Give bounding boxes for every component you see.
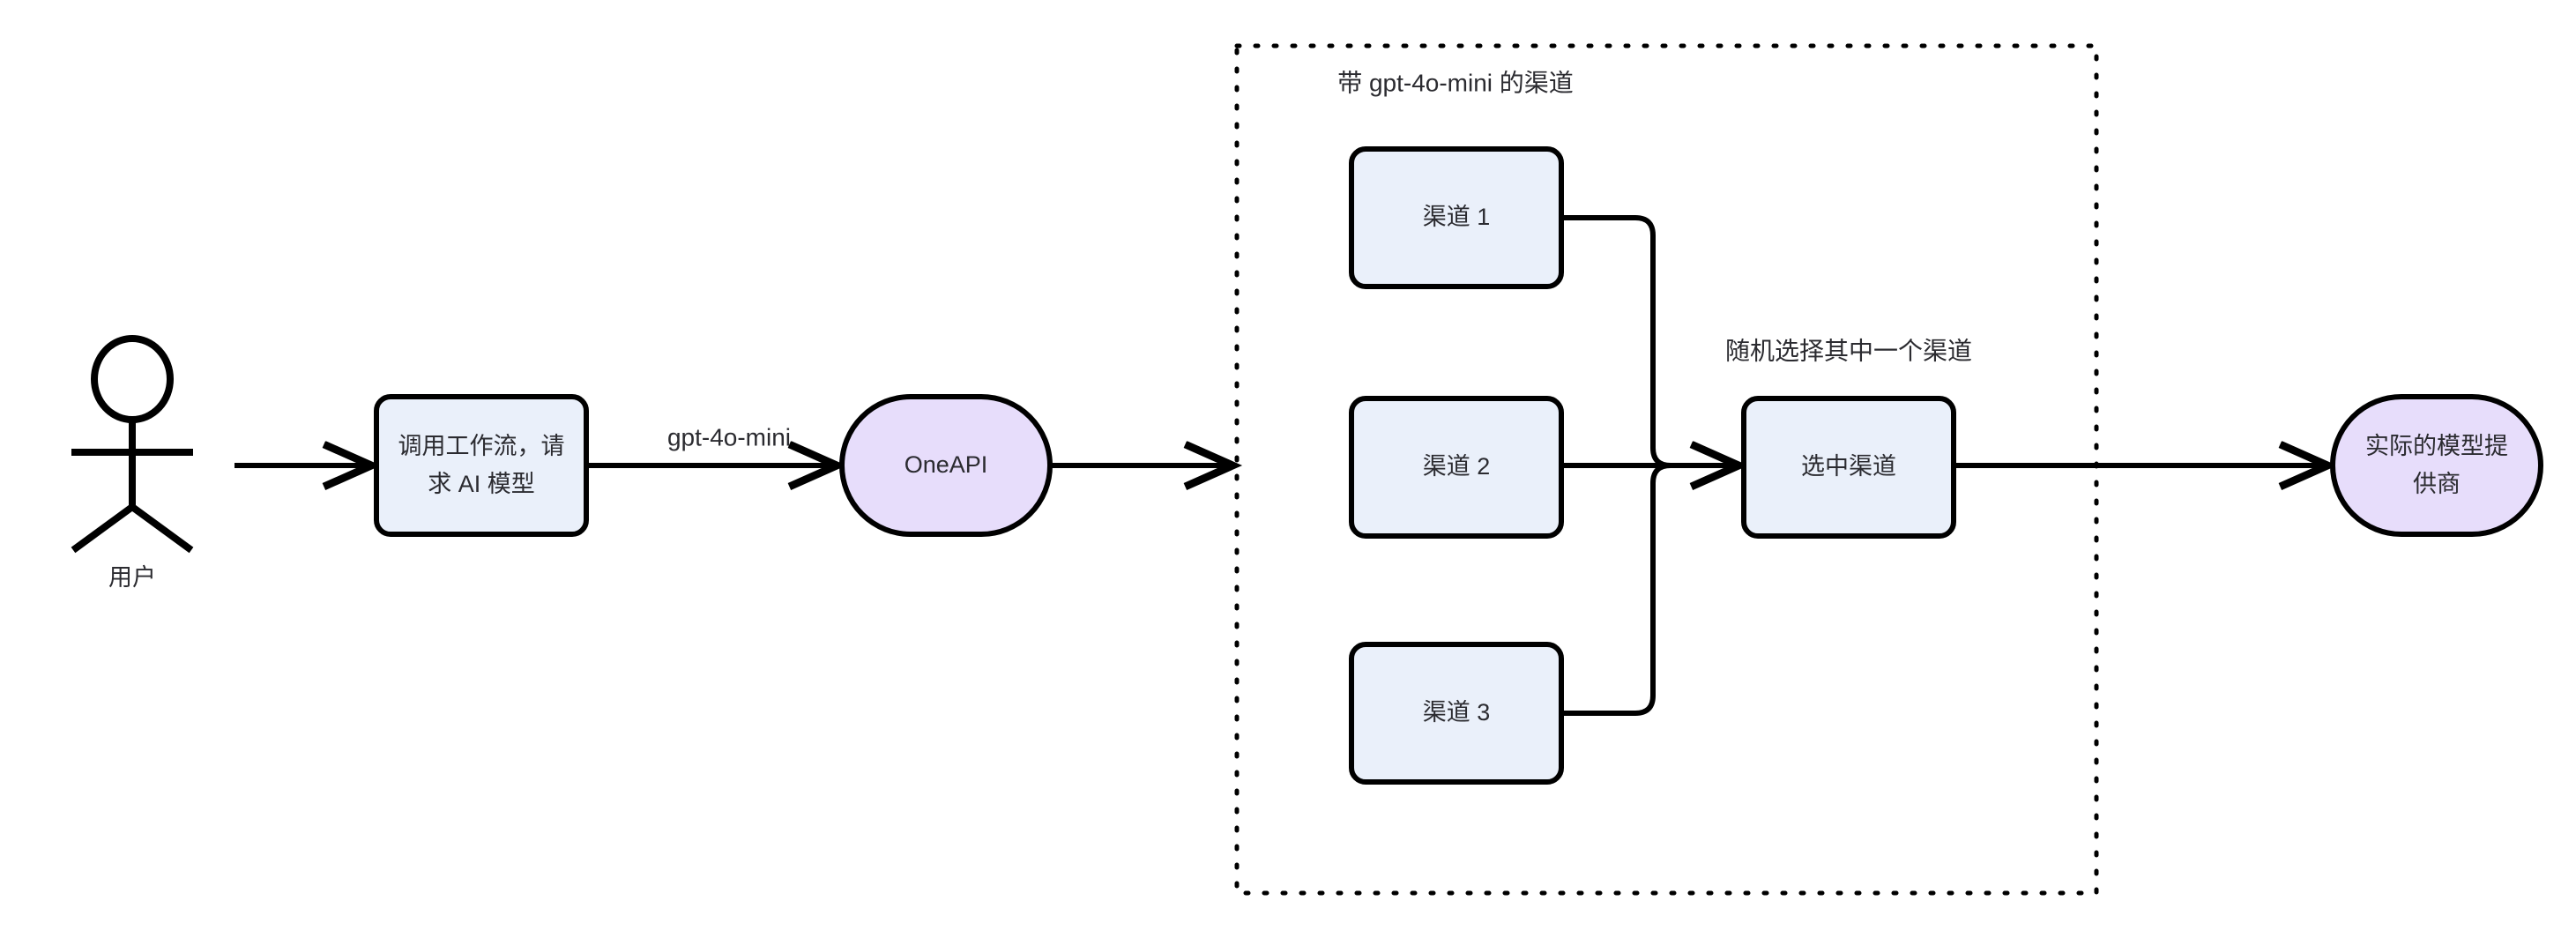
actor-head-icon — [91, 335, 174, 423]
actor-right-leg-line — [130, 503, 194, 554]
edge-merge-to-selected-label: 随机选择其中一个渠道 — [1725, 337, 1972, 364]
node-actual-provider[interactable]: 实际的模型提 供商 — [2330, 394, 2543, 537]
node-call-workflow-label-line1: 调用工作流，请 — [398, 433, 565, 459]
node-channel-3[interactable]: 渠道 3 — [1349, 642, 1564, 785]
node-selected-channel[interactable]: 选中渠道 — [1741, 396, 1956, 539]
node-channel-1-label: 渠道 1 — [1423, 204, 1491, 230]
node-call-workflow[interactable]: 调用工作流，请 求 AI 模型 — [374, 394, 589, 537]
actor-left-leg-line — [71, 503, 135, 554]
edge-workflow-to-oneapi-label: gpt-4o-mini — [667, 423, 791, 450]
node-channel-1[interactable]: 渠道 1 — [1349, 146, 1564, 289]
node-actual-provider-shape — [2330, 394, 2543, 537]
node-actual-provider-label-line2: 供商 — [2413, 471, 2461, 497]
node-call-workflow-shape — [374, 394, 589, 537]
node-oneapi[interactable]: OneAPI — [839, 394, 1053, 537]
edge-channel1-to-merge — [1561, 215, 1671, 468]
node-channel-3-label: 渠道 3 — [1423, 699, 1491, 726]
node-selected-channel-label: 选中渠道 — [1801, 453, 1896, 480]
group-channels-with-model: 带 gpt-4o-mini 的渠道 — [1234, 43, 2099, 896]
edge-channel3-to-merge — [1561, 463, 1671, 716]
group-channels-label: 带 gpt-4o-mini 的渠道 — [1337, 69, 1574, 96]
group-channels-border — [1234, 43, 2099, 896]
node-channel-2-label: 渠道 2 — [1423, 453, 1491, 480]
actor-label: 用户 — [108, 564, 156, 591]
node-channel-2[interactable]: 渠道 2 — [1349, 396, 1564, 539]
node-oneapi-label: OneAPI — [905, 451, 988, 478]
actor-user: 用户 — [71, 335, 194, 591]
node-actual-provider-label-line1: 实际的模型提 — [2365, 433, 2508, 459]
node-call-workflow-label-line2: 求 AI 模型 — [428, 471, 535, 497]
